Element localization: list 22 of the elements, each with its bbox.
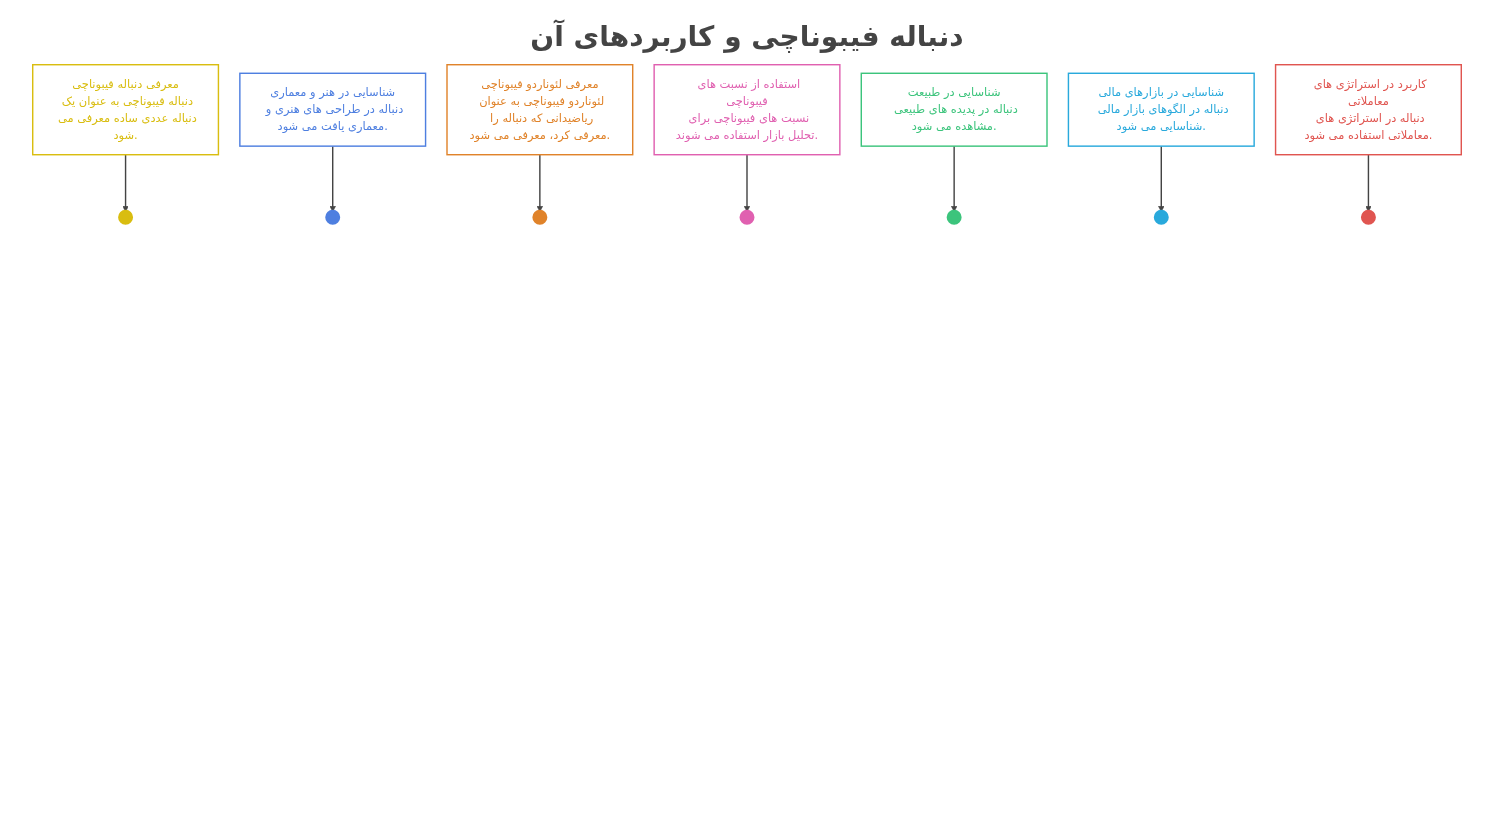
node-gear — [532, 209, 548, 225]
arrow — [122, 154, 129, 213]
node-gear — [1360, 209, 1376, 225]
node-gear — [1153, 209, 1169, 225]
arrow — [743, 154, 751, 213]
arrow — [536, 154, 543, 213]
node-box: شناسایی در هنر و معماری دنباله در طراحی های هنری و معماری یافت می شود. — [239, 72, 427, 147]
node-gear — [325, 209, 341, 225]
node-gear — [118, 209, 134, 225]
node-box: شناسایی در طبیعت دنباله در پدیده های طبیعی مشاهده می شود. — [860, 72, 1048, 147]
diagram-title: دنباله فیبوناچی و کاربردهای آن — [529, 20, 965, 53]
arrow — [329, 145, 336, 213]
node-box: استفاده از نسبت های فیبوناچی نسبت های فیبوناچی برای تحلیل بازار استفاده می شوند. — [653, 64, 841, 156]
arrow — [1158, 145, 1165, 213]
node-box: کاربرد در استراتژی های معاملاتی دنباله در استراتژی های معاملاتی استفاده می شود. — [1274, 64, 1462, 156]
node-gear — [739, 209, 755, 225]
node-box: معرفی دنباله فیبوناچی دنباله فیبوناچی به عنوان یک دنباله عددی ساده معرفی می شود. — [32, 64, 220, 156]
node-box: معرفی لئوناردو فیبوناچی لئوناردو فیبوناچی به عنوان ریاضیدانی که دنباله را معرفی کرد، معرفی می شود. — [446, 64, 634, 156]
node-gear — [946, 209, 962, 225]
arrow — [1365, 154, 1372, 213]
arrow — [951, 145, 958, 213]
node-box: شناسایی در بازارهای مالی دنباله در الگوهای بازار مالی شناسایی می شود. — [1067, 72, 1255, 147]
